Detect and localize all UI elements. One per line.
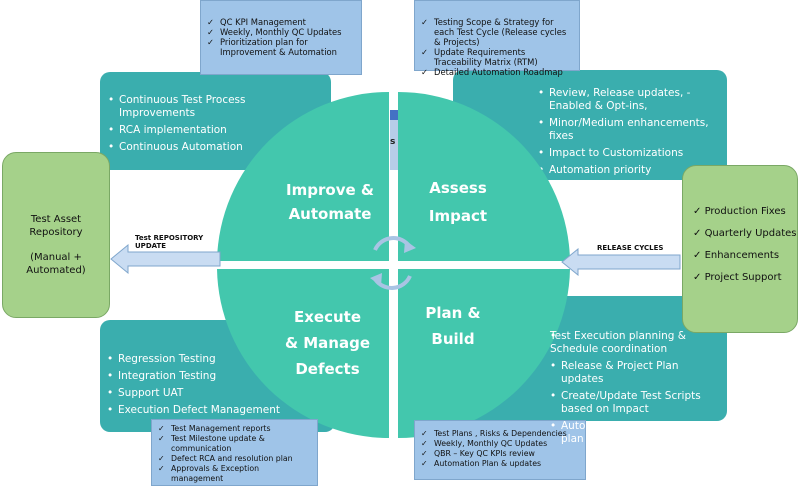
left-arrow — [110, 243, 221, 275]
list-item: Review, Release updates, - Enabled & Opt… — [538, 87, 721, 113]
quadrant-plan-label: Plan & Build — [408, 300, 498, 352]
note-item: Automation Plan & updates — [421, 459, 579, 469]
quadrant-improve — [217, 91, 389, 261]
top-left-notes: QC KPI ManagementWeekly, Monthly QC Upda… — [200, 0, 362, 75]
input-sources: Production Fixes Quarterly Updates Enhan… — [682, 165, 798, 333]
label-line: Execute — [293, 308, 361, 326]
improve-panel: Continuous Test Process ImprovementsRCA … — [100, 72, 331, 170]
label-line: Improve & — [286, 181, 374, 199]
input-item: Project Support — [693, 272, 797, 283]
left-arrow-label: Test REPOSITORY UPDATE — [135, 234, 204, 250]
hidden-bar-accent — [390, 110, 398, 120]
label-line: Plan & — [425, 304, 481, 322]
label-line: Defects — [295, 360, 360, 378]
list-item: Execution Defect Management — [107, 404, 329, 417]
right-arrow — [561, 248, 681, 276]
note-item: Prioritization plan for Improvement & Au… — [207, 37, 355, 57]
list-item: Continuous Test Process Improvements — [108, 94, 248, 120]
input-item: Quarterly Updates — [693, 228, 797, 239]
input-item: Enhancements — [693, 250, 797, 261]
note-item: Defect RCA and resolution plan — [158, 454, 311, 464]
note-item: Testing Scope & Strategy for each Test C… — [421, 17, 573, 47]
list-item: Support UAT — [107, 387, 329, 400]
note-item: QBR – Key QC KPIs review — [421, 449, 579, 459]
label-line: & Manage — [284, 334, 371, 352]
list-item: Release & Project Plan updates — [550, 360, 721, 386]
label-line: Automate — [288, 205, 372, 223]
input-item: Production Fixes — [693, 206, 797, 217]
repository-title: Test Asset Repository — [29, 214, 83, 238]
list-item: Integration Testing — [107, 370, 329, 383]
note-item: QC KPI Management — [207, 17, 355, 27]
bottom-left-notes: Test Management reportsTest Milestone up… — [151, 419, 318, 486]
note-item: Detailed Automation Roadmap — [421, 67, 573, 77]
list-item: RCA implementation — [108, 124, 323, 137]
hidden-fragment: s — [390, 137, 396, 147]
note-item: Approvals & Exception management — [158, 464, 311, 484]
quadrant-execute — [217, 269, 389, 439]
top-right-notes: Testing Scope & Strategy for each Test C… — [414, 0, 580, 77]
list-item: Impact to Customizations — [538, 147, 721, 160]
label-line: Impact — [428, 207, 488, 225]
label-line: Assess — [429, 179, 487, 197]
list-item: Test Execution planning & Schedule coord… — [550, 330, 721, 356]
note-item: Test Management reports — [158, 424, 311, 434]
quadrant-improve-label: Improve & Automate — [275, 178, 385, 226]
hidden-bar — [390, 110, 398, 170]
list-item: Automation Development plan — [550, 420, 721, 446]
list-item: Continuous Automation — [108, 141, 323, 154]
list-item: Minor/Medium enhancements, fixes — [538, 117, 721, 143]
repository-subtitle: (Manual + Automated) — [26, 252, 86, 276]
note-item: Test Milestone update & communication — [158, 434, 311, 454]
quadrant-plan — [398, 269, 570, 439]
right-arrow-label: RELEASE CYCLES — [597, 244, 664, 252]
note-item: Update Requirements Traceability Matrix … — [421, 47, 573, 67]
list-item: Regression Testing — [107, 353, 329, 366]
list-item: Create/Update Test Scripts based on Impa… — [550, 390, 721, 416]
note-item: Weekly, Monthly QC Updates — [207, 27, 355, 37]
quadrant-assess — [398, 91, 570, 261]
test-asset-repository: Test Asset Repository (Manual + Automate… — [2, 152, 110, 318]
note-item: Test Plans , Risks & Dependencies — [421, 429, 579, 439]
label-line: Build — [431, 330, 475, 348]
note-item: Weekly, Monthly QC Updates — [421, 439, 579, 449]
